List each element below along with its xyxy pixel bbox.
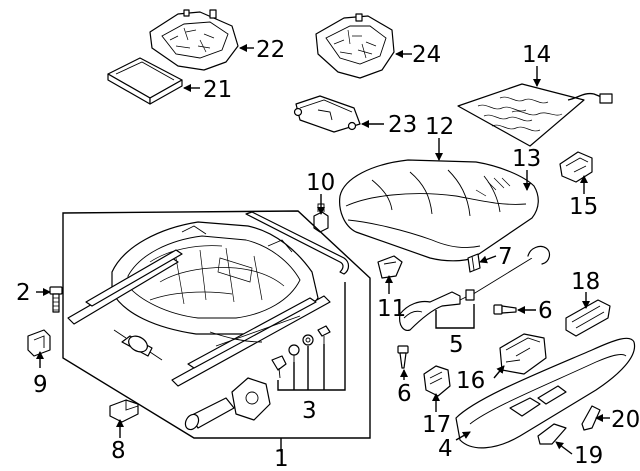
part-24-module-bracket: [315, 13, 395, 79]
part-4-side-trim: [455, 337, 636, 449]
callout-21: 21: [203, 77, 232, 103]
part-11-cover: [377, 255, 403, 279]
callout-1: 1: [274, 446, 289, 471]
leader-lines: [36, 44, 610, 455]
part-9-clip: [27, 329, 51, 357]
part-6-screw-upper: [493, 304, 517, 315]
part-1-seat-frame: [67, 221, 331, 387]
callout-13: 13: [512, 146, 541, 172]
callout-23: 23: [388, 112, 417, 138]
part-14-heater-pad: [457, 83, 613, 147]
frame-side-wire: [245, 211, 350, 275]
part-3-fasteners: [271, 282, 346, 391]
part-21-control-module: [107, 57, 183, 105]
part-18-switch-knob: [565, 299, 611, 337]
callout-labels: 22 21 24 23 14 12 13 15 10 11 7 6 18 5 1…: [16, 37, 640, 471]
part-17-connector: [423, 365, 451, 397]
part-15-switch-connector: [559, 151, 593, 183]
callout-18: 18: [571, 269, 600, 295]
callout-15: 15: [569, 194, 598, 220]
part-23-sensor-module: [293, 95, 361, 133]
part-2-bolt: [49, 286, 63, 313]
part-6-screw-lower: [397, 345, 409, 369]
callout-5: 5: [449, 332, 464, 358]
callout-2: 2: [16, 280, 31, 306]
callout-3: 3: [302, 398, 317, 424]
height-adjust-motor: [113, 329, 163, 361]
callout-11: 11: [377, 296, 406, 322]
callout-7: 7: [498, 244, 513, 270]
callout-10: 10: [306, 170, 335, 196]
part-19-trim-cap: [537, 423, 567, 445]
recliner-motor-assembly: [184, 377, 271, 431]
callout-9: 9: [33, 372, 48, 398]
callout-12: 12: [425, 114, 454, 140]
callout-6-right: 6: [538, 298, 553, 324]
part-5-cable: [399, 245, 551, 331]
part-7-clip: [467, 253, 481, 273]
part-12-seat-cushion: [339, 159, 539, 262]
callout-8: 8: [111, 438, 126, 464]
callout-4: 4: [438, 436, 453, 462]
callout-14: 14: [522, 42, 551, 68]
part-1-frame-assembly-box: [62, 210, 371, 439]
callout-16: 16: [456, 368, 485, 394]
callout-20: 20: [611, 407, 640, 433]
part-16-switch-module: [499, 333, 547, 375]
callout-6-lower: 6: [397, 381, 412, 407]
callout-24: 24: [412, 42, 441, 68]
part-22-module-bracket: [149, 9, 239, 71]
part-8-cap: [109, 399, 139, 423]
callout-19: 19: [574, 443, 603, 469]
callout-22: 22: [256, 37, 285, 63]
callout-17: 17: [422, 412, 451, 438]
